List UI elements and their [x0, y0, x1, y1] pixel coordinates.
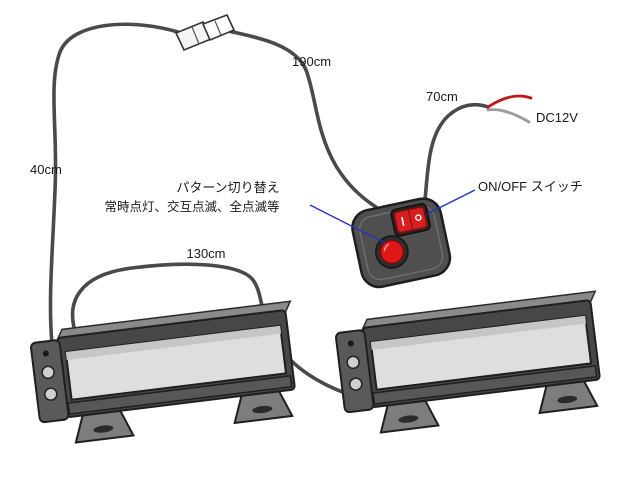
label-pattern-modes: 常時点灯、交互点滅、全点滅等 [104, 199, 279, 214]
pattern-button-highlight [383, 243, 390, 252]
label-onoff-switch: ON/OFF スイッチ [478, 179, 583, 194]
label-cable-70cm: 70cm [426, 89, 458, 104]
rocker-off-mark [415, 214, 422, 221]
connector-plug [174, 13, 236, 52]
connector-seam [191, 26, 200, 45]
rocker-on-mark [401, 216, 405, 227]
label-cable-130cm: 130cm [186, 246, 225, 261]
connector-half-right [201, 13, 236, 42]
label-pattern-title: パターン切り替え [176, 180, 279, 195]
annotation-line-switch [426, 189, 476, 215]
wire-40cm [48, 22, 180, 346]
wire-190cm [226, 29, 378, 209]
wire-70cm [423, 102, 490, 202]
power-lead-gray [486, 108, 531, 124]
label-dc12v: DC12V [536, 110, 578, 125]
controller-box [351, 197, 452, 289]
rocker-ridge [407, 209, 414, 231]
light-bar-right [333, 290, 611, 438]
power-lead-red [486, 94, 533, 109]
light-bar-left [28, 300, 306, 448]
annotation-line-pattern [309, 204, 386, 244]
label-cable-40cm: 40cm [30, 162, 62, 177]
connector-seam-2 [214, 20, 222, 36]
label-cable-190cm: 190cm [292, 54, 331, 69]
